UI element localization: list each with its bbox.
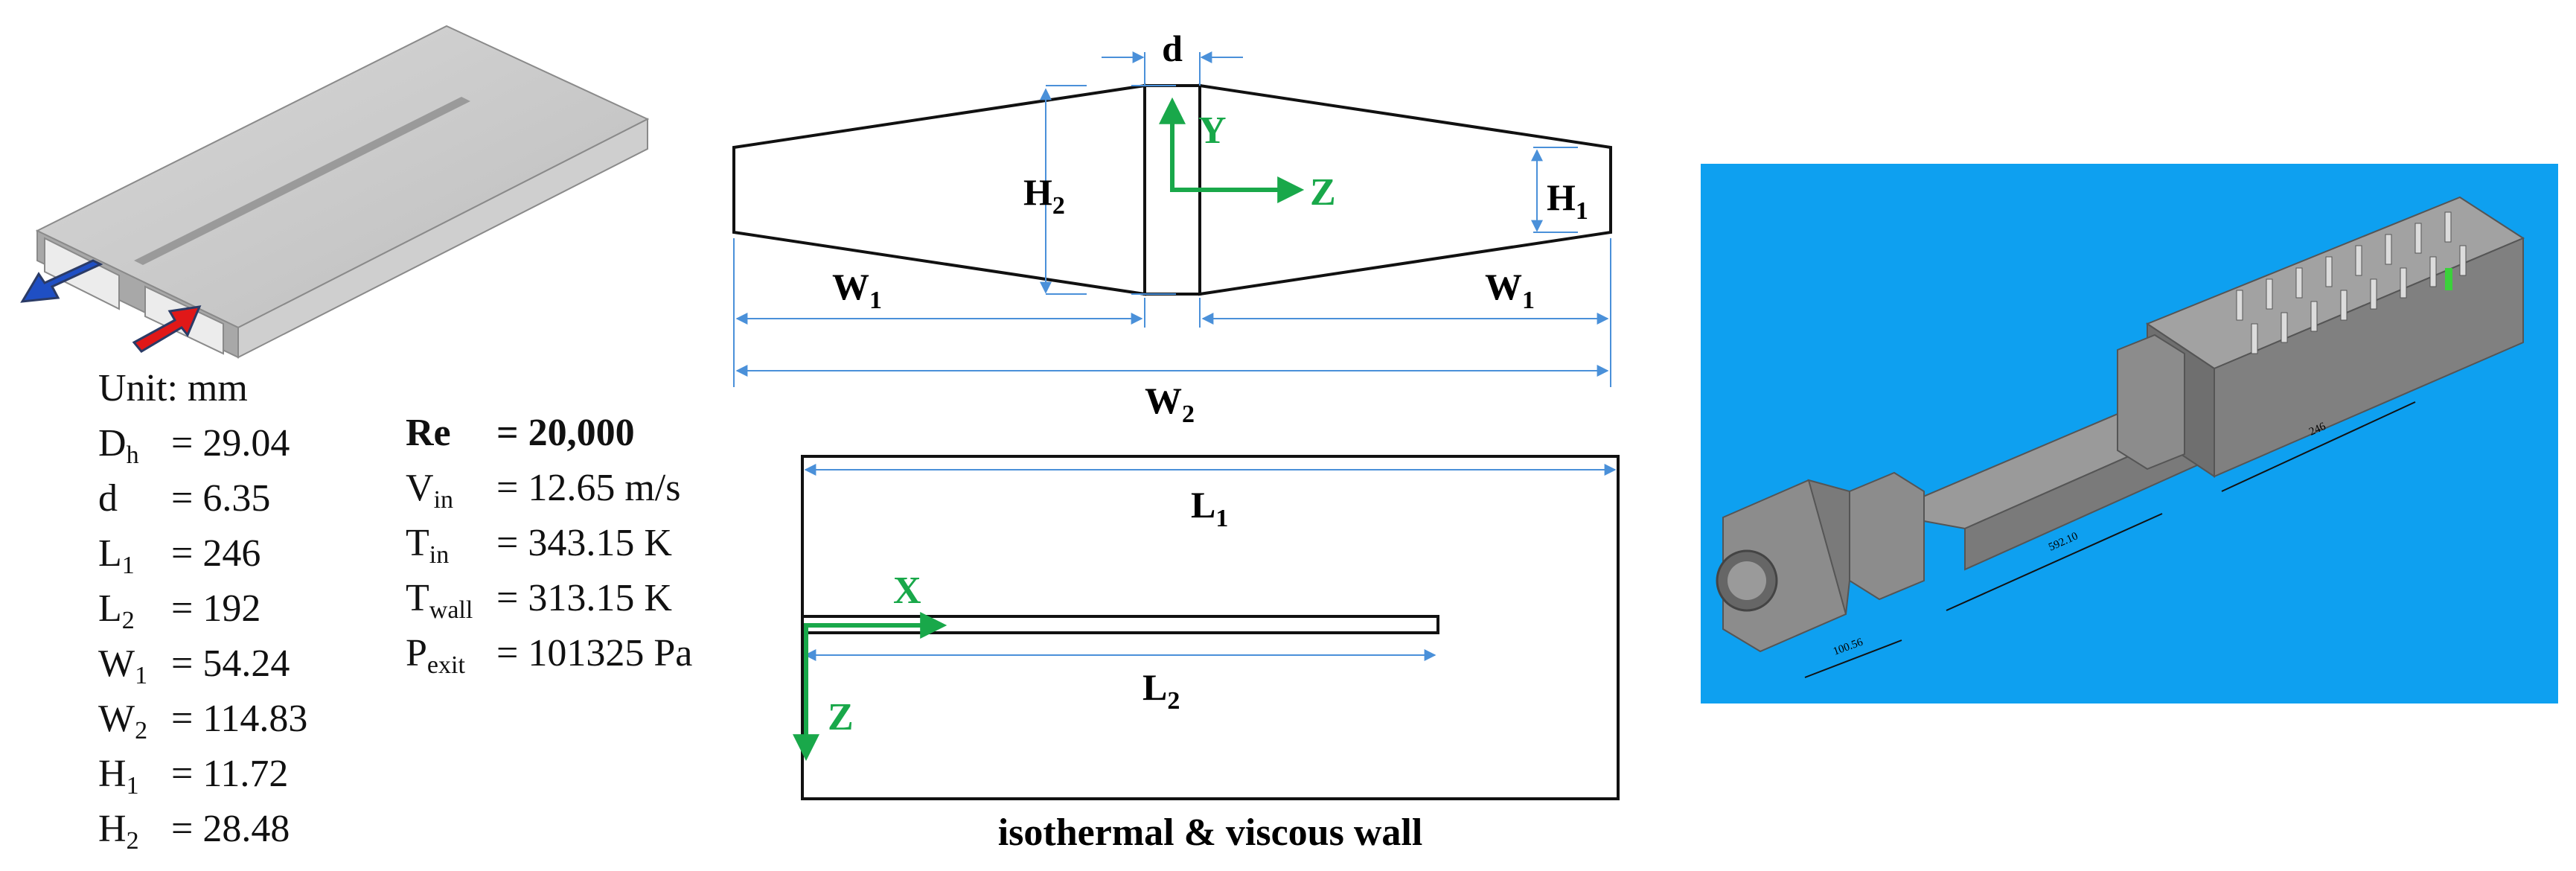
- top-view-diagram: L1 L2 X Z isothermal & viscous wall: [793, 455, 1620, 854]
- label-H1: H1: [1547, 176, 1588, 225]
- label-W2: W2: [1145, 380, 1195, 428]
- param-row: Vin= 12.65 m/s: [406, 467, 681, 514]
- param-row: Twall= 313.15 K: [406, 577, 672, 624]
- inlet-arrow-icon: [132, 305, 202, 353]
- label-H2: H2: [1023, 171, 1065, 220]
- param-row: Re= 20,000: [406, 412, 635, 454]
- wall-caption: isothermal & viscous wall: [998, 811, 1423, 854]
- param-row: H2= 28.48: [98, 808, 290, 855]
- axis-x-label: X: [893, 570, 921, 612]
- param-row: Pexit= 101325 Pa: [406, 632, 693, 679]
- label-d: d: [1162, 28, 1183, 69]
- geometry-param-list: Dh= 29.04 d= 6.35 L1= 246 L2= 192 W1= 54…: [98, 416, 307, 857]
- param-row: d= 6.35: [98, 477, 271, 520]
- param-row: L1= 246: [98, 532, 261, 579]
- param-row: Tin= 343.15 K: [406, 522, 672, 569]
- dim-H2: [1040, 85, 1176, 295]
- top-view-outline: [801, 455, 1620, 800]
- axis-z-label: Z: [828, 696, 854, 738]
- channel-iso-model: [20, 25, 650, 359]
- units-label: Unit: mm: [98, 367, 248, 409]
- param-row: W1= 54.24: [98, 642, 290, 689]
- dim-W: [733, 238, 1611, 387]
- param-row: Dh= 29.04: [98, 422, 290, 469]
- axis-y-arrow: [1159, 97, 1305, 203]
- flow-param-list: Re= 20,000 Vin= 12.65 m/s Tin= 343.15 K …: [406, 406, 692, 681]
- param-row: L2= 192: [98, 587, 261, 634]
- axis-y-label: Y: [1198, 109, 1227, 152]
- param-row: H1= 11.72: [98, 753, 289, 800]
- axis-x-arrow: [793, 612, 947, 762]
- cad-render-image: 100.56 592.10 246: [1701, 164, 2558, 704]
- dim-d: [1102, 51, 1243, 86]
- axis-z-label: Z: [1310, 171, 1336, 214]
- param-row: W2= 114.83: [98, 698, 308, 744]
- dim-H1: [1531, 147, 1578, 233]
- label-L2: L2: [1142, 666, 1180, 715]
- cross-section-diagram: d H2 H1 W1 W1 W2 Y Z: [732, 28, 1612, 428]
- dim-L: [804, 464, 1617, 661]
- label-L1: L1: [1191, 484, 1228, 532]
- label-W1-right: W1: [1485, 266, 1535, 314]
- outlet-arrow-icon: [20, 259, 103, 303]
- label-W1-left: W1: [832, 266, 882, 314]
